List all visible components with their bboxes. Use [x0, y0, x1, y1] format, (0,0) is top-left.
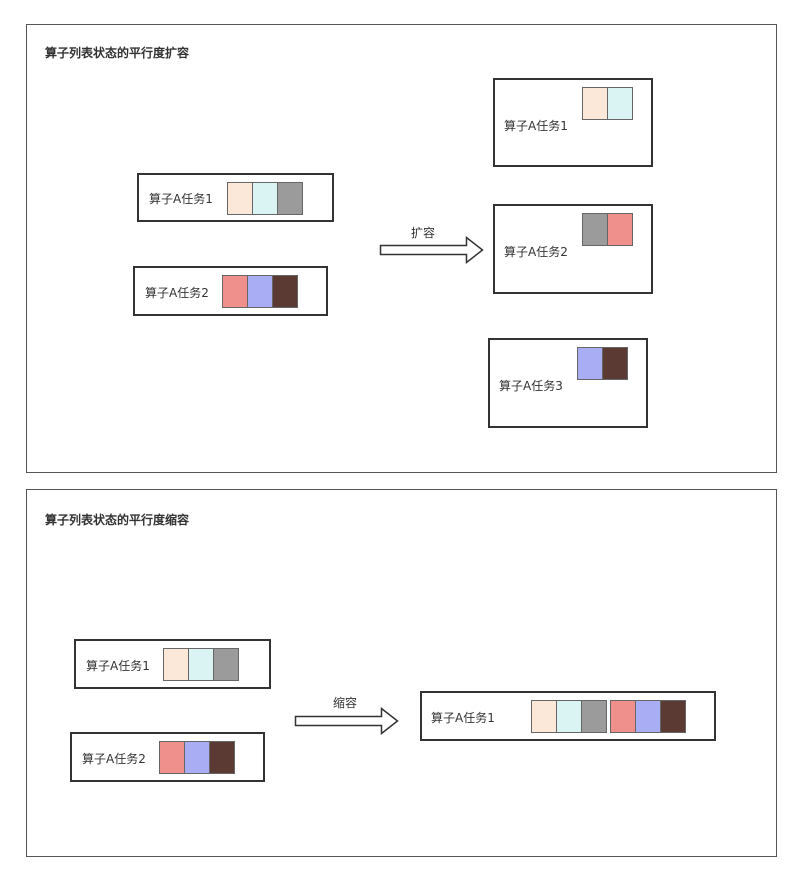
- state-block-brown: [660, 700, 686, 733]
- state-block-red: [159, 741, 185, 774]
- state-block-cyan: [188, 648, 214, 681]
- task-label: 算子A任务1: [504, 119, 568, 133]
- state-blocks: [577, 347, 628, 380]
- state-block-gray: [582, 213, 608, 246]
- task-label: 算子A任务1: [149, 192, 213, 206]
- state-blocks: [163, 648, 239, 681]
- scale-in-title: 算子列表状态的平行度缩容: [45, 513, 190, 527]
- task-box: 算子A任务2: [493, 204, 653, 294]
- state-block-gray: [581, 700, 607, 733]
- state-block-lavender: [184, 741, 210, 774]
- task-label: 算子A任务2: [82, 752, 146, 766]
- state-block-peach: [531, 700, 557, 733]
- right-arrow-icon: [379, 236, 484, 264]
- task-box: 算子A任务1: [74, 639, 271, 689]
- scale-out-title: 算子列表状态的平行度扩容: [45, 46, 190, 60]
- scale-in-arrow-label: 缩容: [333, 696, 358, 710]
- state-blocks: [159, 741, 235, 774]
- state-block-red: [222, 275, 248, 308]
- state-block-lavender: [635, 700, 661, 733]
- task-box: 算子A任务1: [493, 78, 653, 167]
- task-label: 算子A任务2: [504, 245, 568, 259]
- state-block-peach: [582, 87, 608, 120]
- task-box: 算子A任务1: [137, 173, 334, 222]
- task-label: 算子A任务3: [499, 379, 563, 393]
- state-blocks: [222, 275, 298, 308]
- state-block-cyan: [252, 182, 278, 215]
- task-box: 算子A任务1: [420, 691, 716, 741]
- right-arrow-icon: [294, 707, 399, 735]
- state-blocks: [227, 182, 303, 215]
- state-blocks: [582, 87, 633, 120]
- scale-out-arrow-label: 扩容: [411, 226, 436, 240]
- state-block-brown: [209, 741, 235, 774]
- task-box: 算子A任务2: [70, 732, 265, 782]
- state-block-brown: [272, 275, 298, 308]
- state-block-brown: [602, 347, 628, 380]
- state-block-red: [610, 700, 636, 733]
- state-block-red: [607, 213, 633, 246]
- state-block-lavender: [247, 275, 273, 308]
- state-block-gray: [277, 182, 303, 215]
- scale-in-panel: 算子列表状态的平行度缩容: [26, 489, 777, 857]
- state-block-cyan: [556, 700, 582, 733]
- state-blocks: [531, 700, 686, 733]
- task-label: 算子A任务2: [145, 286, 209, 300]
- task-box: 算子A任务3: [488, 338, 648, 428]
- task-label: 算子A任务1: [86, 659, 150, 673]
- state-block-peach: [163, 648, 189, 681]
- state-block-peach: [227, 182, 253, 215]
- task-label: 算子A任务1: [431, 711, 495, 725]
- state-block-cyan: [607, 87, 633, 120]
- state-block-gray: [213, 648, 239, 681]
- state-block-lavender: [577, 347, 603, 380]
- state-blocks: [582, 213, 633, 246]
- task-box: 算子A任务2: [133, 266, 328, 316]
